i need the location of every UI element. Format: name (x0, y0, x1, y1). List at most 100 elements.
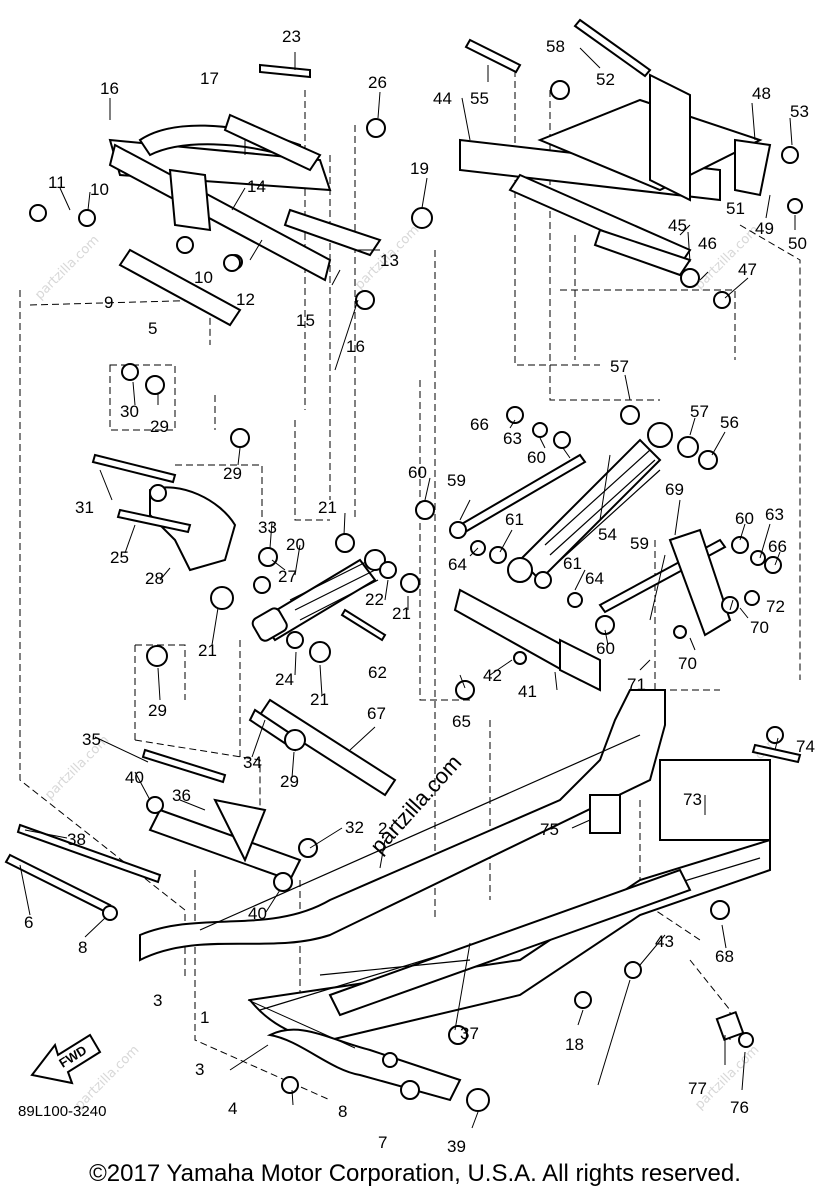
callout-35: 35 (82, 730, 101, 749)
callout-57: 57 (610, 357, 629, 376)
rear-link-69 (668, 528, 732, 637)
callout-40: 40 (248, 904, 267, 923)
watermark: partzilla.com (42, 733, 112, 803)
callout-53: 53 (790, 102, 809, 121)
callout-41: 41 (518, 682, 537, 701)
callout-21: 21 (310, 690, 329, 709)
callout-38: 38 (67, 830, 86, 849)
callout-28: 28 (145, 569, 164, 588)
callout-72: 72 (766, 597, 785, 616)
callout-36: 36 (172, 786, 191, 805)
ski-rails (139, 689, 771, 1102)
callout-13: 13 (380, 251, 399, 270)
callout-58: 58 (546, 37, 565, 56)
callout-16: 16 (346, 337, 365, 356)
callout-8: 8 (338, 1102, 347, 1121)
link-rods (458, 453, 727, 614)
callout-39: 39 (447, 1137, 466, 1156)
callout-21: 21 (392, 604, 411, 623)
callout-51: 51 (726, 199, 745, 218)
callout-60: 60 (408, 463, 427, 482)
bracket-28 (149, 484, 237, 572)
callout-75: 75 (540, 820, 559, 839)
callout-61: 61 (505, 510, 524, 529)
callout-76: 76 (730, 1098, 749, 1117)
callout-31: 31 (75, 498, 94, 517)
callout-52: 52 (596, 70, 615, 89)
callout-64: 64 (448, 555, 467, 574)
callout-29: 29 (223, 464, 242, 483)
watermark: partzilla.com (32, 233, 102, 303)
callout-6: 6 (24, 913, 33, 932)
callout-20: 20 (286, 535, 305, 554)
callout-50: 50 (788, 234, 807, 253)
callout-33: 33 (258, 518, 277, 537)
callout-60: 60 (527, 448, 546, 467)
callout-15: 15 (296, 311, 315, 330)
callout-47: 47 (738, 260, 757, 279)
callout-67: 67 (367, 704, 386, 723)
callout-2: 2 (378, 819, 387, 838)
callout-7: 7 (378, 1133, 387, 1152)
rear-upper-arm (459, 73, 772, 277)
callout-29: 29 (150, 417, 169, 436)
front-shock-absorber (251, 549, 386, 642)
callout-26: 26 (368, 73, 387, 92)
callout-70: 70 (678, 654, 697, 673)
callout-10: 10 (194, 268, 213, 287)
callout-46: 46 (698, 234, 717, 253)
callout-49: 49 (755, 219, 774, 238)
forward-arrow-icon (30, 1033, 102, 1085)
callout-77: 77 (688, 1079, 707, 1098)
callout-61: 61 (563, 554, 582, 573)
callout-1: 1 (200, 1008, 209, 1027)
callout-3: 3 (195, 1060, 204, 1079)
callout-3: 3 (153, 991, 162, 1010)
copyright-notice: ©2017 Yamaha Motor Corporation, U.S.A. A… (89, 1160, 741, 1187)
callout-65: 65 (452, 712, 471, 731)
callout-68: 68 (715, 947, 734, 966)
diagram-code: 89L100-3240 (18, 1103, 107, 1120)
callout-34: 34 (243, 753, 262, 772)
callout-59: 59 (447, 471, 466, 490)
callout-56: 56 (720, 413, 739, 432)
callout-60: 60 (596, 639, 615, 658)
assembly-guides (19, 70, 801, 1101)
callout-21: 21 (318, 498, 337, 517)
callout-27: 27 (278, 567, 297, 586)
callout-40: 40 (125, 768, 144, 787)
bolts (4, 18, 802, 914)
callout-17: 17 (200, 69, 219, 88)
callout-54: 54 (598, 525, 617, 544)
center-watermark: partzilla.com (365, 750, 466, 858)
callout-64: 64 (585, 569, 604, 588)
callout-74: 74 (796, 737, 815, 756)
callout-14: 14 (247, 177, 266, 196)
callout-73: 73 (683, 790, 702, 809)
link-41 (453, 588, 601, 692)
leader-lines (19, 47, 796, 1129)
callout-44: 44 (433, 89, 452, 108)
callout-57: 57 (690, 402, 709, 421)
callout-29: 29 (280, 772, 299, 791)
callout-45: 45 (668, 216, 687, 235)
callout-48: 48 (752, 84, 771, 103)
callout-60: 60 (735, 509, 754, 528)
callout-25: 25 (110, 548, 129, 567)
callout-9: 9 (104, 293, 113, 312)
callout-16: 16 (100, 79, 119, 98)
callout-71: 71 (627, 675, 646, 694)
callout-70: 70 (750, 618, 769, 637)
callout-24: 24 (275, 670, 294, 689)
callout-63: 63 (765, 505, 784, 524)
callout-5: 5 (148, 319, 157, 338)
callout-10: 10 (90, 180, 109, 199)
watermark: partzilla.com (692, 1043, 762, 1113)
callout-55: 55 (470, 89, 489, 108)
callout-8: 8 (78, 938, 87, 957)
callout-32: 32 (345, 818, 364, 837)
callout-59: 59 (630, 534, 649, 553)
callout-22: 22 (365, 590, 384, 609)
callout-62: 62 (368, 663, 387, 682)
